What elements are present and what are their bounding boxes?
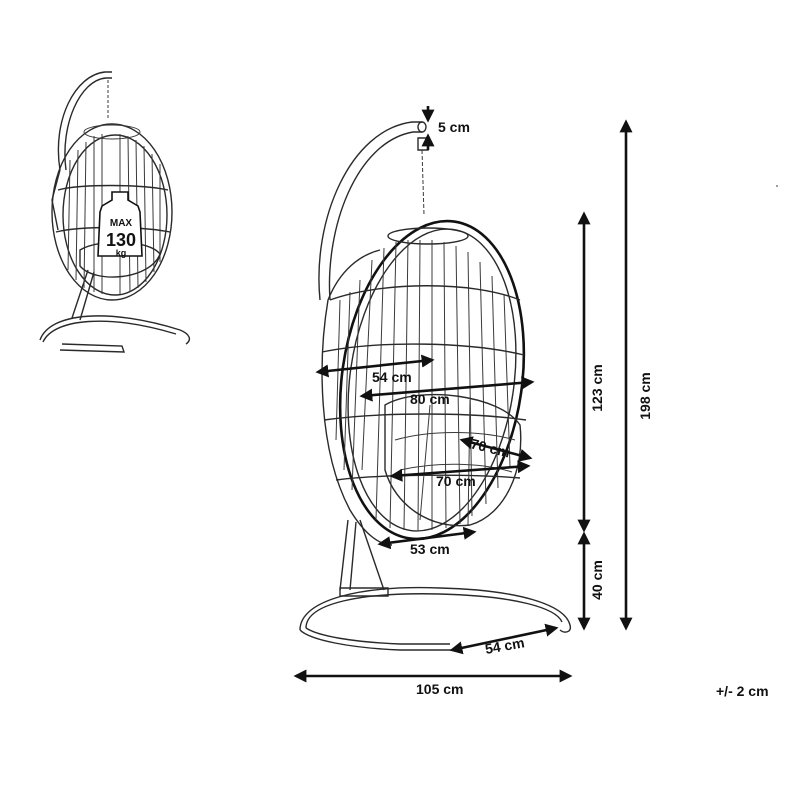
thumbnail-chair-drawing	[39, 71, 191, 353]
label-egg-width: 80 cm	[410, 391, 450, 407]
tolerance-note: +/- 2 cm	[716, 683, 769, 699]
label-base-depth: 54 cm	[484, 634, 526, 657]
label-seat-depth-top: 54 cm	[372, 369, 412, 385]
main-chair-drawing	[299, 121, 572, 651]
badge-unit-text: kg	[116, 248, 127, 258]
label-egg-height: 123 cm	[589, 364, 605, 411]
label-cushion-width: 70 cm	[436, 473, 476, 489]
label-total-width: 105 cm	[416, 681, 463, 697]
max-weight-badge: MAX 130 kg	[97, 191, 143, 258]
badge-weight-value: 130	[106, 230, 136, 250]
label-egg-bottom-width: 53 cm	[410, 541, 450, 557]
dimension-arrows	[293, 106, 633, 683]
chain	[417, 137, 429, 216]
label-cushion-depth: 70 cm	[469, 435, 511, 460]
label-total-height: 198 cm	[637, 372, 653, 419]
label-chain-gap: 5 cm	[438, 119, 470, 135]
badge-max-text: MAX	[110, 218, 133, 229]
label-seat-height: 40 cm	[589, 560, 605, 600]
dimension-labels: 5 cm 54 cm 80 cm 70 cm 70 cm 53 cm 54 cm…	[372, 119, 653, 697]
